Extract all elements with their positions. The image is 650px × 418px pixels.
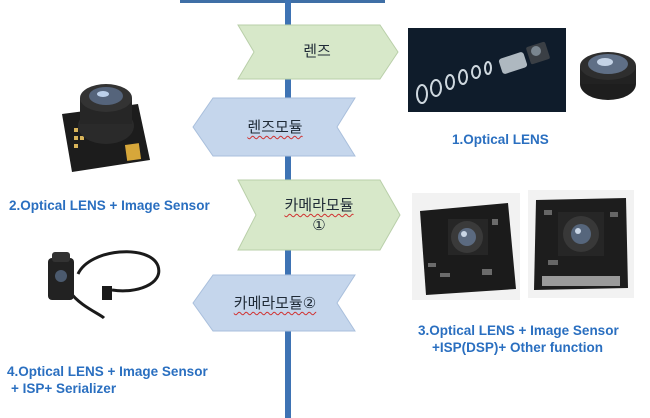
arrow-camera-module-2-label: 카메라모듈②	[233, 294, 317, 312]
caption-lens-image-sensor: 2.Optical LENS + Image Sensor	[9, 198, 210, 213]
arrow-camera-module-1-line1: 카메라모듈	[284, 196, 354, 214]
arrow-camera-module-2	[192, 274, 356, 332]
lens-exploded-image	[408, 28, 566, 112]
caption-camera-module-2-line2: + ISP+ Serializer	[11, 381, 117, 396]
caption-camera-module-1-line2: +ISP(DSP)+ Other function	[432, 340, 604, 355]
arrow-lens-module	[192, 97, 356, 157]
camera-board-image-b	[528, 190, 634, 298]
arrow-camera-module-1	[237, 179, 401, 251]
arrow-camera-module-1-label: 카메라모듈 ①	[256, 195, 382, 235]
caption-camera-module-2: 4.Optical LENS + Image Sensor + ISP+ Ser…	[7, 363, 208, 397]
fisheye-lens-image	[580, 52, 636, 100]
caption-camera-module-1: 3.Optical LENS + Image Sensor +ISP(DSP)+…	[418, 322, 619, 356]
arrow-lens-label: 렌즈	[303, 42, 331, 60]
arrow-lens	[237, 24, 399, 80]
arrow-camera-module-1-line2: ①	[312, 216, 326, 234]
lens-module-image	[46, 74, 156, 182]
caption-camera-module-1-line1: 3.Optical LENS + Image Sensor	[418, 323, 619, 338]
caption-camera-module-2-line1: 4.Optical LENS + Image Sensor	[7, 364, 208, 379]
caption-optical-lens: 1.Optical LENS	[452, 132, 549, 147]
top-divider	[180, 0, 385, 3]
camera-board-image-a	[412, 193, 520, 300]
camera-cable-image	[40, 244, 168, 320]
arrow-lens-module-label: 렌즈모듈	[247, 118, 303, 136]
